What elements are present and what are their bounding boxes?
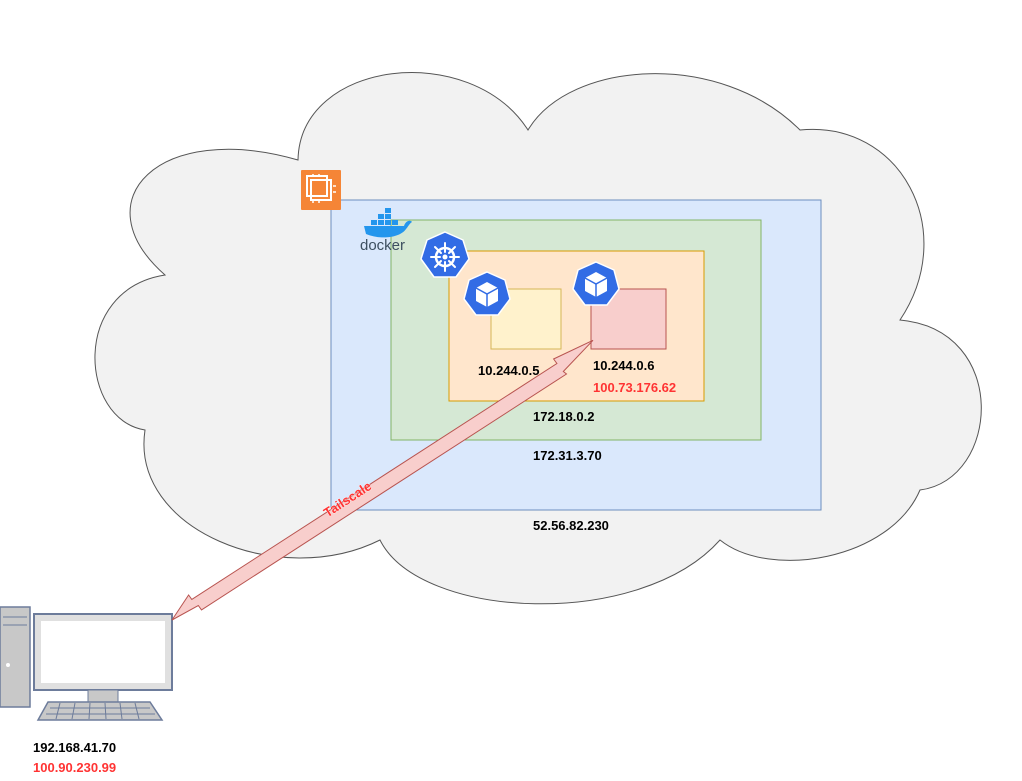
- kubernetes-helm-icon: [420, 231, 470, 278]
- tailscale-connection-arrow: [171, 339, 594, 621]
- pod-left-ip: 10.244.0.5: [478, 363, 539, 378]
- cloud-public-ip: 52.56.82.230: [533, 518, 609, 533]
- ec2-instance-ip: 172.31.3.70: [533, 448, 602, 463]
- k8s-pod-icon-right: [572, 261, 620, 306]
- client-tailscale-ip: 100.90.230.99: [33, 760, 116, 775]
- docker-ip: 172.18.0.2: [533, 409, 594, 424]
- ec2-instance-icon: [301, 170, 341, 210]
- docker-icon: docker: [360, 208, 412, 254]
- client-local-ip: 192.168.41.70: [33, 740, 116, 755]
- pod-right-tailscale-ip: 100.73.176.62: [593, 380, 676, 395]
- pod-right-ip: 10.244.0.6: [593, 358, 654, 373]
- k8s-pod-icon-left: [463, 271, 511, 316]
- docker-logo-text: docker: [360, 237, 405, 254]
- desktop-computer-icon: [0, 606, 173, 721]
